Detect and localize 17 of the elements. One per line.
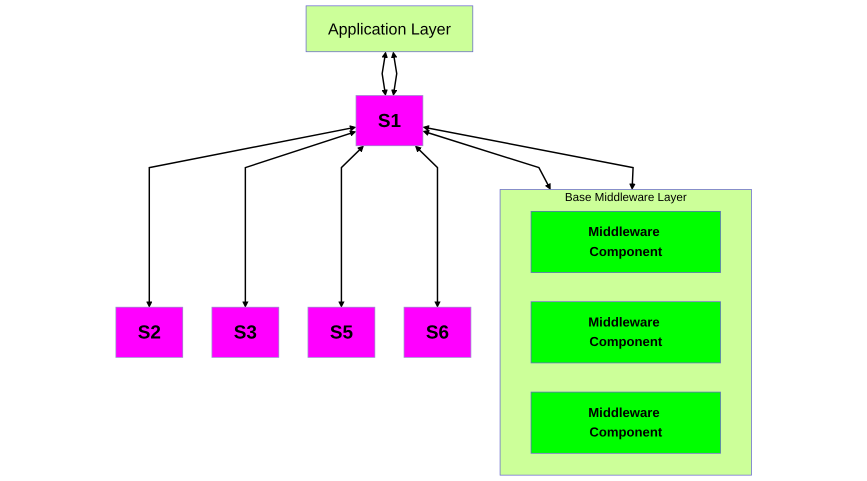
node-box: Middleware Component: [530, 210, 721, 273]
arrow: [390, 52, 398, 96]
arrow: [242, 130, 356, 308]
node-box: S1: [355, 95, 424, 146]
node-box: Middleware Component: [530, 301, 721, 364]
arrow: [381, 52, 388, 96]
node-box: S6: [403, 306, 472, 358]
node-box: Middleware Component: [530, 392, 721, 454]
node-box: S5: [307, 306, 376, 358]
arrow: [422, 125, 636, 190]
node-box: S2: [115, 306, 183, 358]
node-box: Application Layer: [306, 5, 473, 52]
arrow: [414, 146, 440, 308]
arrow: [338, 146, 364, 308]
arrow: [146, 125, 356, 308]
arrow: [422, 130, 551, 190]
node-box: S3: [211, 306, 279, 358]
